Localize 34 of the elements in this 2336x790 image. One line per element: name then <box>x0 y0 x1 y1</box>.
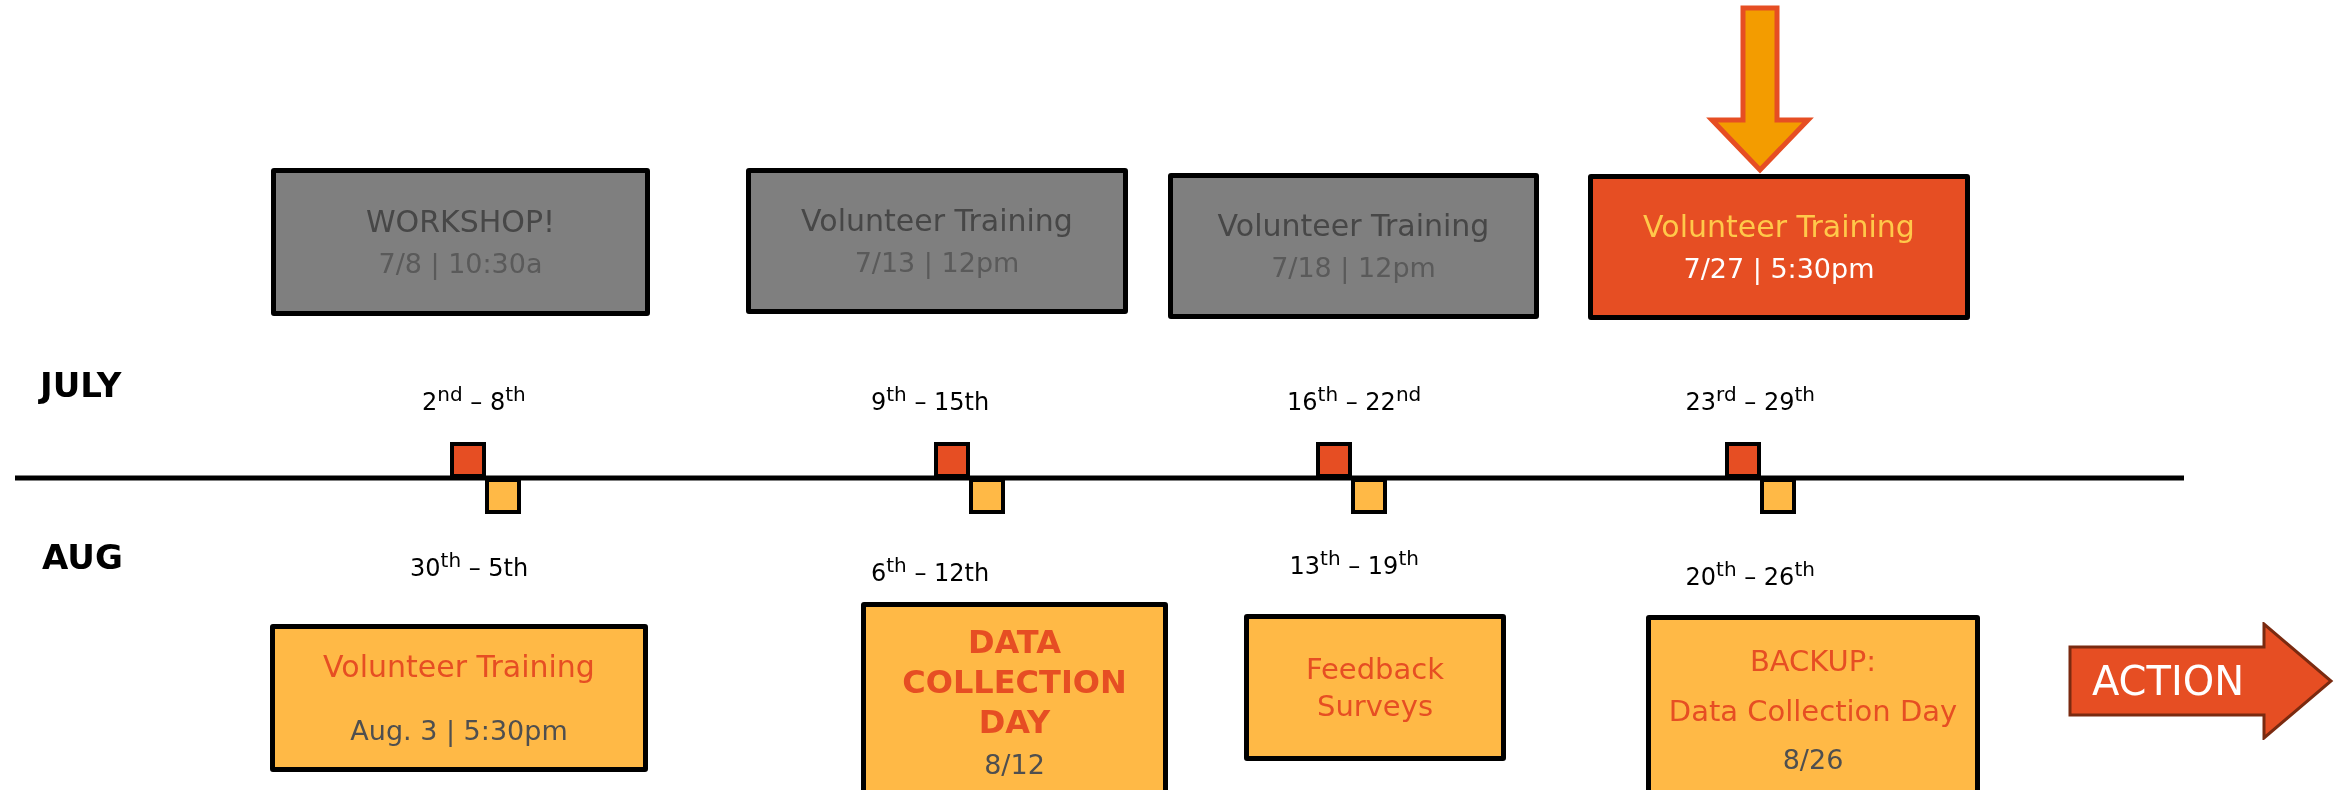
event-title: WORKSHOP! <box>365 203 556 241</box>
event-title: Volunteer Training <box>1217 207 1490 245</box>
week-range: 13$^{th}$ – 19$^{th}$ <box>1289 546 1419 580</box>
event-detail: 8/26 <box>1782 743 1844 778</box>
event-box <box>1646 615 1980 790</box>
week-range: 30$^{th}$ – 5th <box>410 548 529 582</box>
event-detail: 8/12 <box>984 748 1045 782</box>
event-box <box>270 624 648 772</box>
event-title: Volunteer Training <box>801 202 1073 240</box>
event-title: Volunteer Training <box>1643 208 1915 246</box>
week-range: 23$^{rd}$ – 29$^{th}$ <box>1685 382 1815 416</box>
event-box <box>1168 173 1539 319</box>
pointer-arrow <box>1706 5 1814 174</box>
event-title: Feedback Surveys <box>1304 651 1446 724</box>
month-label: JULY <box>40 365 122 405</box>
action-label: ACTION <box>2090 657 2246 706</box>
month-label: AUG <box>42 537 123 577</box>
week-range: 6$^{th}$ – 12th <box>871 553 990 587</box>
week-range: 9$^{th}$ – 15th <box>871 382 990 416</box>
event-box <box>1588 174 1970 320</box>
event-detail: 7/27 | 5:30pm <box>1683 251 1875 286</box>
event-box <box>746 168 1128 314</box>
action-arrow <box>2068 622 2334 740</box>
event-title: Volunteer Training <box>323 648 595 686</box>
event-title: BACKUP: <box>1749 642 1877 680</box>
event-box <box>1244 614 1506 761</box>
event-detail: Aug. 3 | 5:30pm <box>350 713 568 748</box>
week-range: 2$^{nd}$ – 8$^{th}$ <box>422 382 526 416</box>
event-title: DATA COLLECTION DAY <box>901 622 1128 743</box>
week-range: 20$^{th}$ – 26$^{th}$ <box>1685 557 1815 591</box>
event-box <box>271 168 650 316</box>
event-detail: Data Collection Day <box>1668 693 1958 730</box>
week-range: 16$^{th}$ – 22$^{nd}$ <box>1287 382 1422 416</box>
event-box <box>861 602 1168 790</box>
